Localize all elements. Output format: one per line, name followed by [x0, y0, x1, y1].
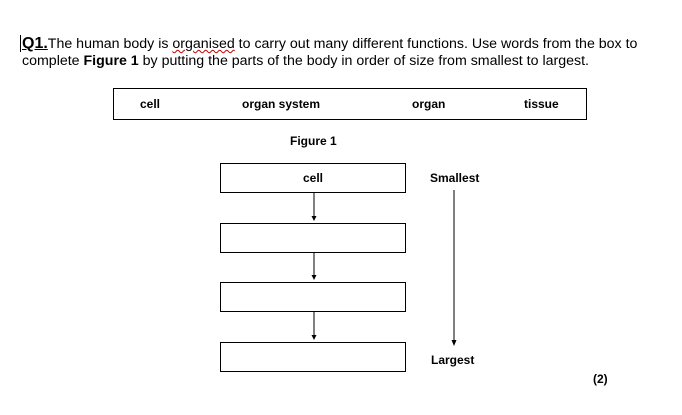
connector-arrow-3	[311, 312, 317, 340]
size-scale-arrow	[451, 190, 457, 346]
word-cell: cell	[140, 97, 161, 111]
figure-title: Figure 1	[290, 134, 337, 148]
connector-arrow-1	[311, 193, 317, 221]
word-organ-system: organ system	[242, 97, 321, 111]
answer-box-1-text: cell	[302, 171, 323, 185]
figure-reference: Figure 1	[83, 53, 139, 69]
answer-box-3[interactable]	[220, 282, 406, 312]
question-text: Q1.The human body is organised to carry …	[22, 35, 677, 70]
question-line1-end: to carry out many different functions. U…	[234, 36, 638, 52]
smallest-label: Smallest	[430, 171, 480, 185]
text-cursor	[20, 35, 21, 52]
word-box: cell organ system organ tissue	[113, 88, 587, 120]
connector-arrow-2	[311, 253, 317, 280]
answer-box-4[interactable]	[220, 342, 406, 372]
largest-label: Largest	[431, 353, 475, 367]
question-line1-start: The human body is	[47, 36, 173, 52]
spellcheck-word: organised	[172, 36, 235, 52]
question-number: Q1.	[22, 35, 48, 52]
answer-box-2[interactable]	[220, 223, 406, 253]
question-line2-start: complete	[22, 53, 84, 69]
question-line2: complete Figure 1 by putting the parts o…	[22, 53, 677, 70]
question-line2-end: by putting the parts of the body in orde…	[138, 53, 589, 69]
answer-box-1: cell	[220, 163, 406, 193]
word-tissue: tissue	[524, 97, 559, 111]
marks-label: (2)	[593, 372, 608, 386]
word-organ: organ	[412, 97, 446, 111]
